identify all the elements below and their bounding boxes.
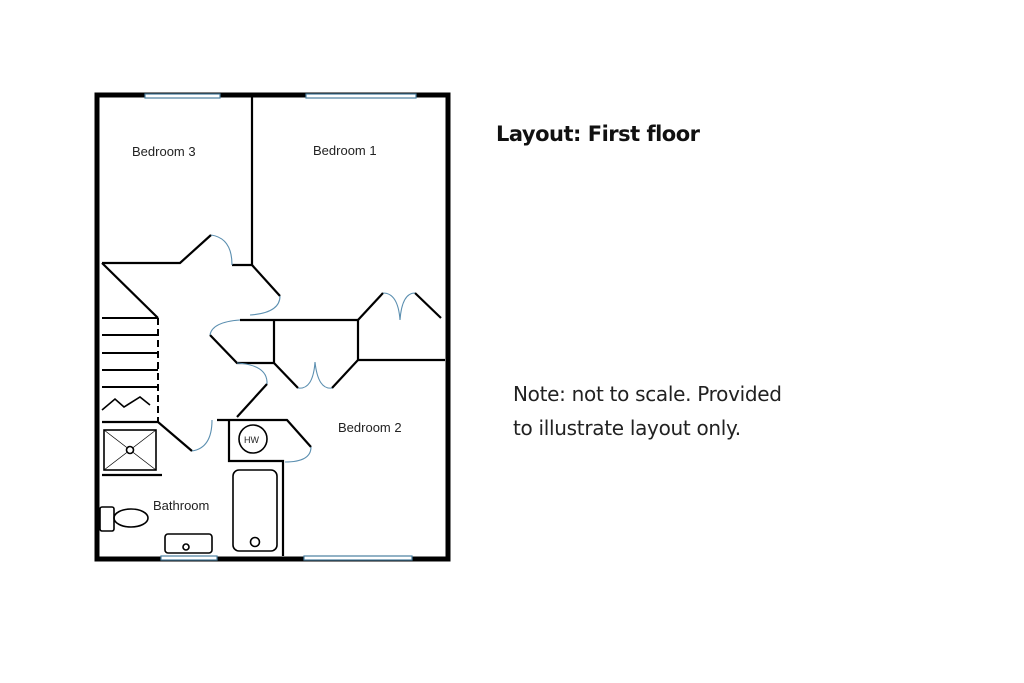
window-bedroom3 bbox=[144, 93, 221, 99]
internal-walls bbox=[101, 97, 445, 556]
room-label-bathroom: Bathroom bbox=[153, 498, 209, 513]
stairs bbox=[101, 317, 159, 422]
page-title: Layout: First floor bbox=[496, 122, 700, 146]
hot-water-cylinder bbox=[238, 424, 268, 454]
bath bbox=[232, 469, 278, 552]
room-label-bedroom1: Bedroom 1 bbox=[313, 143, 377, 158]
note-line-1: Note: not to scale. Provided bbox=[513, 382, 782, 406]
room-label-bedroom2: Bedroom 2 bbox=[338, 420, 402, 435]
door-swings bbox=[191, 234, 416, 463]
toilet bbox=[99, 506, 149, 532]
note-line-2: to illustrate layout only. bbox=[513, 416, 741, 440]
window-bathroom bbox=[160, 555, 218, 561]
hw-label: HW bbox=[244, 435, 259, 445]
room-label-bedroom3: Bedroom 3 bbox=[132, 144, 196, 159]
window-bedroom2 bbox=[303, 555, 413, 561]
windows bbox=[144, 93, 417, 561]
outer-walls bbox=[94, 92, 451, 562]
sink bbox=[164, 533, 213, 554]
fixtures bbox=[99, 424, 278, 554]
window-bedroom1 bbox=[305, 93, 417, 99]
shower-tray bbox=[103, 429, 157, 471]
